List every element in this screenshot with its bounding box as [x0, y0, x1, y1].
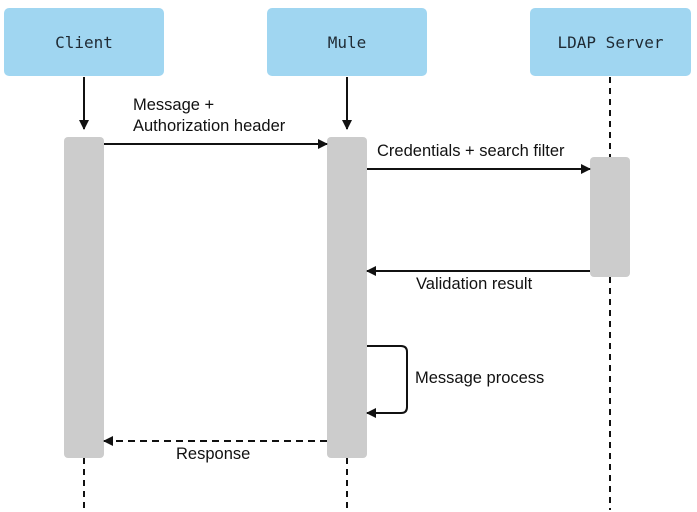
- participant-mule-label: Mule: [327, 32, 367, 52]
- self-process-arrow: [366, 345, 408, 418]
- credentials-label: Credentials + search filter: [377, 142, 565, 160]
- request-label-line1: Message +: [133, 96, 215, 114]
- response-label: Response: [176, 445, 251, 463]
- client-activation-bar: [64, 137, 104, 458]
- participant-client-label: Client: [55, 32, 113, 52]
- participant-client: Client: [4, 8, 164, 76]
- process-label: Message process: [415, 369, 545, 387]
- request-label-line2: Authorization header: [133, 117, 286, 135]
- participant-ldap-label: LDAP Server: [557, 32, 664, 52]
- participant-ldap-server: LDAP Server: [530, 8, 691, 76]
- mule-activation-bar: [327, 137, 367, 458]
- ldap-activation-bar: [590, 157, 630, 277]
- validation-label: Validation result: [416, 275, 533, 293]
- participant-mule: Mule: [267, 8, 427, 76]
